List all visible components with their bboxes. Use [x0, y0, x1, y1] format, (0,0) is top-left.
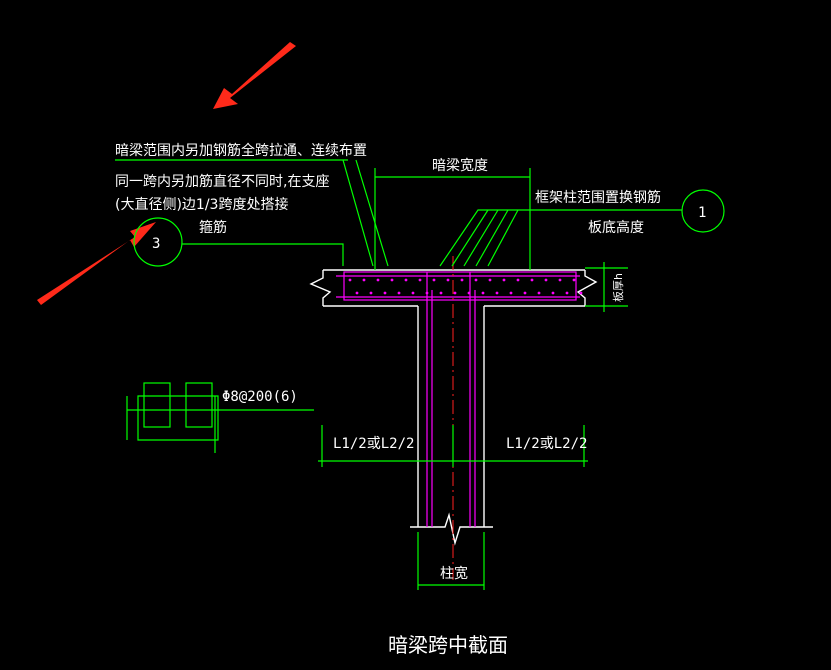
- rebar-dot: [362, 278, 366, 282]
- rebar-dot: [558, 278, 562, 282]
- span-right-label: L1/2或L2/2: [506, 436, 587, 452]
- drawing-texts: 暗梁范围内另加钢筋全跨拉通、连续布置 同一跨内另加筋直径不同时,在支座 (大直径…: [115, 142, 706, 657]
- rebar-dot: [488, 278, 492, 282]
- rebar-dot: [509, 291, 513, 295]
- slab-rebar-dots: [348, 278, 583, 295]
- span-dim-line: [318, 425, 588, 467]
- rebar-dot: [383, 291, 387, 295]
- rebar-dot: [481, 291, 485, 295]
- rebar-dot: [530, 278, 534, 282]
- slab-thickness-label: 板厚h: [611, 273, 625, 302]
- rebar-dot: [404, 278, 408, 282]
- stirrup-detail-left: [143, 382, 171, 428]
- rebar-dot: [418, 278, 422, 282]
- note-line-1: 暗梁范围内另加钢筋全跨拉通、连续布置: [115, 142, 367, 159]
- callout-circle-1: [681, 189, 725, 233]
- rebar-group: [336, 271, 580, 527]
- beam-width-dim: [374, 168, 531, 270]
- slab-bottom-label: 板底高度: [588, 219, 644, 236]
- slab-section: [309, 269, 598, 546]
- rebar-dot: [579, 291, 583, 295]
- rebar-dot: [495, 291, 499, 295]
- rebar-dot: [397, 291, 401, 295]
- note-line-3: (大直径侧)边1/3跨度处搭接: [115, 196, 288, 213]
- rebar-dot: [453, 291, 457, 295]
- red-arrow-top: [213, 42, 296, 109]
- callout-number-1: 1: [698, 205, 706, 221]
- beam-width-label: 暗梁宽度: [432, 157, 488, 174]
- rebar-dot: [439, 291, 443, 295]
- rebar-dot: [369, 291, 373, 295]
- red-arrow-bottom: [37, 222, 156, 305]
- rebar-dot: [502, 278, 506, 282]
- slab-right-break: [576, 270, 598, 306]
- replace-rebar-leaders: [439, 209, 682, 267]
- rebar-dot: [432, 278, 436, 282]
- stirrup-leader: [182, 243, 344, 266]
- rebar-dot: [460, 278, 464, 282]
- drawing-title: 暗梁跨中截面: [388, 633, 508, 657]
- rebar-dot: [390, 278, 394, 282]
- slab-thickness-dim: [585, 262, 628, 312]
- rebar-dot: [516, 278, 520, 282]
- rebar-dot: [551, 291, 555, 295]
- stirrup-spec-label: Φ8@200(6): [222, 389, 298, 405]
- annotation-arrows: [37, 42, 296, 305]
- stirrup-detail-hook: [137, 395, 219, 441]
- rebar-dot: [348, 278, 352, 282]
- note-leader: [115, 159, 389, 267]
- rebar-replace-label: 框架柱范围置换钢筋: [535, 189, 661, 206]
- stirrup-label: 箍筋: [199, 219, 227, 236]
- rebar-dot: [474, 278, 478, 282]
- callout-circle-3: [133, 217, 183, 267]
- rebar-dot: [523, 291, 527, 295]
- rebar-dot: [355, 291, 359, 295]
- leader-lines: [115, 159, 725, 590]
- rebar-dot: [467, 291, 471, 295]
- column-width-dim: [417, 532, 485, 590]
- rebar-dot: [425, 291, 429, 295]
- rebar-dot: [537, 291, 541, 295]
- stirrup-detail-frame: [126, 396, 314, 453]
- rebar-dot: [544, 278, 548, 282]
- slab-left-break: [309, 270, 332, 306]
- rebar-dot: [411, 291, 415, 295]
- rebar-dot: [376, 278, 380, 282]
- stirrup-detail-right: [185, 382, 213, 428]
- column-break: [410, 512, 493, 546]
- beam-stirrup: [343, 271, 577, 301]
- span-left-label: L1/2或L2/2: [333, 436, 414, 452]
- rebar-dot: [446, 278, 450, 282]
- rebar-dot: [572, 278, 576, 282]
- callout-number-3: 3: [152, 236, 160, 252]
- column-width-label: 柱宽: [440, 565, 468, 582]
- rebar-dot: [565, 291, 569, 295]
- note-line-2: 同一跨内另加筋直径不同时,在支座: [115, 173, 329, 190]
